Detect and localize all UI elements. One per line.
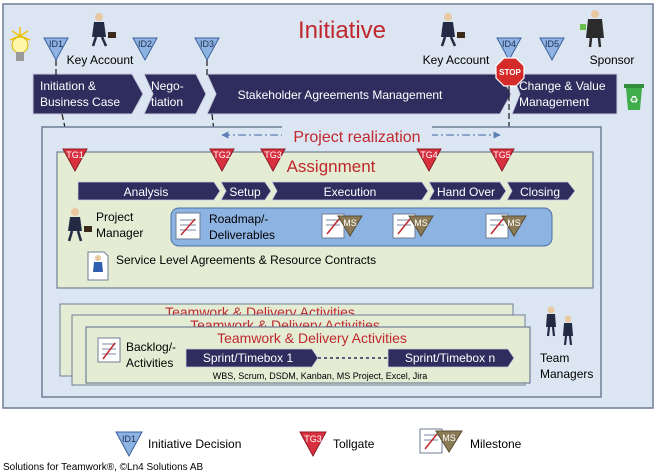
decision-id1: ID1 bbox=[43, 37, 69, 62]
methods-label: WBS, Scrum, DSDM, Kanban, MS Project, Ex… bbox=[213, 371, 428, 381]
assignment-phase-closing: Closing bbox=[506, 181, 576, 201]
tollgate-tg2: TG2 bbox=[209, 148, 235, 173]
phase-initiation: Initiation & Business Case bbox=[32, 73, 144, 115]
sprint-1: Sprint/Timebox 1 bbox=[185, 348, 319, 368]
svg-text:Setup: Setup bbox=[229, 185, 261, 199]
svg-text:tiation: tiation bbox=[151, 95, 183, 109]
svg-text:MS: MS bbox=[507, 218, 521, 228]
project-manager-label-1: Project bbox=[96, 210, 134, 224]
decision-id3: ID3 bbox=[194, 37, 220, 62]
milestone-1: MS bbox=[321, 213, 363, 239]
backlog-label-2: Activities bbox=[126, 356, 173, 370]
assignment-phase-setup: Setup bbox=[220, 181, 272, 201]
svg-text:Execution: Execution bbox=[324, 185, 377, 199]
tollgate-tg1: TG1 bbox=[62, 148, 88, 173]
svg-text:MS: MS bbox=[442, 433, 456, 443]
svg-text:TG1: TG1 bbox=[66, 150, 84, 160]
key-account-person-left-icon bbox=[91, 13, 116, 47]
sla-label: Service Level Agreements & Resource Cont… bbox=[116, 253, 376, 267]
phase-stakeholder-agreements: Stakeholder Agreements Management bbox=[206, 73, 512, 115]
svg-text:TG3: TG3 bbox=[264, 150, 282, 160]
svg-text:Management: Management bbox=[519, 95, 590, 109]
key-account-person-right-icon bbox=[440, 13, 465, 47]
roadmap-label-2: Deliverables bbox=[209, 228, 275, 242]
team-managers-icon bbox=[546, 306, 573, 346]
svg-text:MS: MS bbox=[343, 218, 357, 228]
svg-text:Closing: Closing bbox=[520, 185, 560, 199]
footer-copyright: Solutions for Teamwork®, ©Ln4 Solutions … bbox=[3, 462, 204, 473]
roadmap-bar bbox=[170, 207, 553, 247]
svg-text:ID1: ID1 bbox=[49, 39, 63, 49]
assignment-phase-analysis: Analysis bbox=[77, 181, 221, 201]
decision-id2: ID2 bbox=[132, 37, 158, 62]
light-bulb-icon bbox=[9, 27, 31, 61]
svg-text:MS: MS bbox=[414, 218, 428, 228]
svg-text:ID2: ID2 bbox=[138, 39, 152, 49]
svg-text:TG3: TG3 bbox=[304, 434, 322, 444]
milestone-3: MS bbox=[485, 213, 527, 239]
svg-text:ID1: ID1 bbox=[122, 434, 136, 444]
svg-text:Hand Over: Hand Over bbox=[437, 185, 495, 199]
svg-text:♻: ♻ bbox=[630, 95, 639, 106]
svg-text:ID3: ID3 bbox=[200, 39, 214, 49]
svg-text:Nego-: Nego- bbox=[151, 79, 184, 93]
phase-negotiation: Nego- tiation bbox=[143, 73, 207, 115]
svg-text:ID5: ID5 bbox=[545, 39, 559, 49]
project-manager-icon bbox=[67, 208, 92, 242]
team-managers-label-1: Team bbox=[540, 351, 569, 365]
svg-text:Sprint/Timebox 1: Sprint/Timebox 1 bbox=[203, 351, 294, 365]
project-manager-label-2: Manager bbox=[96, 226, 143, 240]
tollgate-tg4: TG4 bbox=[416, 148, 442, 173]
assignment-phase-execution: Execution bbox=[271, 181, 429, 201]
phase-change-value: Change & Value Management bbox=[511, 73, 618, 115]
svg-text:Milestone: Milestone bbox=[470, 437, 522, 451]
svg-text:Initiative Decision: Initiative Decision bbox=[148, 437, 241, 451]
project-realization-label: Project realization bbox=[293, 129, 420, 146]
backlog-document-icon bbox=[97, 337, 121, 363]
contract-person-icon bbox=[87, 251, 109, 281]
legend-tollgate: TG3 Tollgate bbox=[299, 431, 375, 458]
legend-milestone: MS Milestone bbox=[419, 428, 522, 454]
svg-text:ID4: ID4 bbox=[502, 39, 516, 49]
initiative-title: Initiative bbox=[298, 17, 386, 44]
svg-text:Analysis: Analysis bbox=[124, 185, 169, 199]
roadmap-document-icon bbox=[175, 212, 201, 240]
team-managers-label-2: Managers bbox=[540, 367, 593, 381]
roadmap-label-1: Roadmap/- bbox=[209, 212, 268, 226]
tollgate-tg5: TG5 bbox=[489, 148, 515, 173]
tollgate-tg3: TG3 bbox=[260, 148, 286, 173]
decision-id5: ID5 bbox=[539, 37, 565, 62]
svg-text:Tollgate: Tollgate bbox=[333, 437, 375, 451]
svg-text:TG4: TG4 bbox=[420, 150, 438, 160]
milestone-2: MS bbox=[392, 213, 434, 239]
svg-text:Business Case: Business Case bbox=[40, 95, 120, 109]
key-account-right-label: Key Account bbox=[423, 53, 490, 67]
decision-id4: ID4 bbox=[496, 37, 522, 62]
assignment-title: Assignment bbox=[287, 157, 376, 176]
sprint-n: Sprint/Timebox n bbox=[387, 348, 515, 368]
svg-text:TG5: TG5 bbox=[493, 150, 511, 160]
svg-text:Stakeholder Agreements Managem: Stakeholder Agreements Management bbox=[238, 88, 443, 102]
svg-text:TG2: TG2 bbox=[213, 150, 231, 160]
svg-text:Sprint/Timebox n: Sprint/Timebox n bbox=[405, 351, 495, 365]
sponsor-label: Sponsor bbox=[590, 53, 635, 67]
key-account-left-label: Key Account bbox=[67, 53, 134, 67]
stop-sign-icon: STOP bbox=[495, 57, 525, 87]
sponsor-person-icon bbox=[580, 10, 604, 48]
assignment-phase-handover: Hand Over bbox=[428, 181, 507, 201]
legend-initiative-decision: ID1 Initiative Decision bbox=[115, 431, 241, 458]
svg-text:STOP: STOP bbox=[499, 68, 521, 77]
recycle-bin-icon: ♻ bbox=[624, 84, 644, 110]
svg-text:Initiation &: Initiation & bbox=[40, 79, 96, 93]
backlog-label-1: Backlog/- bbox=[126, 340, 176, 354]
svg-text:Change & Value: Change & Value bbox=[519, 79, 606, 93]
teamwork-title-front: Teamwork & Delivery Activities bbox=[217, 330, 407, 346]
